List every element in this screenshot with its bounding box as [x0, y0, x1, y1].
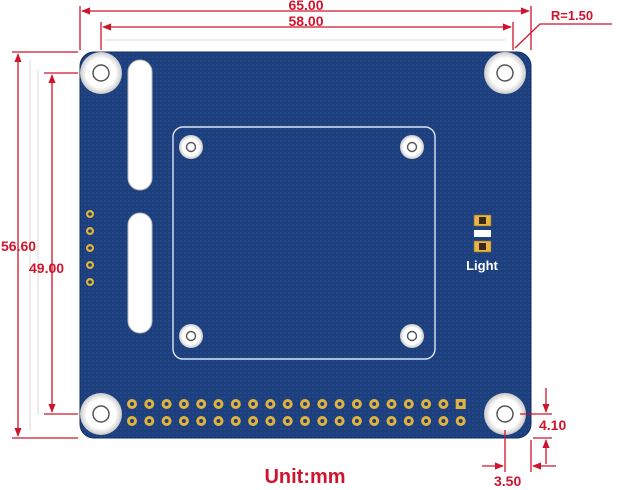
- gpio-pad-hole: [216, 419, 221, 423]
- gpio-pad-hole: [147, 419, 152, 423]
- side-pad-hole: [88, 263, 92, 267]
- gpio-pad-hole: [216, 402, 221, 406]
- display-panel-outline: [172, 126, 436, 360]
- gpio-pad-hole: [372, 419, 377, 423]
- gpio-pad-hole: [424, 419, 429, 423]
- gpio-pad-hole: [130, 402, 134, 406]
- side-pad-hole: [88, 280, 92, 284]
- light-sensor: Light: [466, 214, 499, 273]
- gpio-pad-hole: [372, 402, 377, 406]
- mounting-hole-top-right: [484, 52, 526, 94]
- gpio-pad-hole: [406, 419, 411, 423]
- gpio-pad-hole: [389, 402, 394, 406]
- gpio-pad-hole: [354, 419, 359, 423]
- gpio-pad-hole: [285, 402, 290, 406]
- hole-spacing-height-label: 49.00: [29, 260, 64, 276]
- gpio-pad-hole: [303, 402, 307, 406]
- light-sensor-label: Light: [466, 258, 498, 273]
- dimension-annotations: [12, 6, 612, 472]
- gpio-pad-hole: [354, 402, 359, 406]
- gpio-pad-hole: [164, 419, 169, 423]
- unit-label: Unit:mm: [264, 466, 345, 488]
- side-pad-hole: [88, 229, 92, 233]
- ghost-dimension-lines: [29, 39, 505, 430]
- panel-hole-top-right: [400, 135, 424, 159]
- panel-hole-bottom-right: [400, 324, 424, 348]
- dimension-labels: 65.00 58.00 R=1.50 56.60 49.00 4.10 3.50…: [1, 0, 593, 489]
- gpio-pad-hole: [441, 419, 446, 423]
- gpio-pad-hole: [268, 419, 273, 423]
- gpio-pad-hole: [337, 419, 342, 423]
- gpio-pad-hole: [303, 419, 307, 423]
- side-pad-hole: [88, 246, 92, 250]
- panel-hole-top-left: [179, 135, 203, 159]
- gpio-pad-hole: [320, 402, 325, 406]
- gpio-pad-hole: [181, 402, 186, 406]
- board-slot-upper: [127, 59, 153, 191]
- gpio-pad-hole: [268, 402, 273, 406]
- overall-height-label: 56.60: [1, 238, 36, 254]
- gpio-pad-hole: [458, 419, 463, 423]
- hole-spacing-width-label: 58.00: [288, 13, 323, 29]
- gpio-pad-hole: [251, 419, 256, 423]
- gpio-pad-hole: [285, 419, 290, 423]
- corner-radius-label: R=1.50: [551, 8, 593, 23]
- panel-hole-bottom-left: [179, 324, 203, 348]
- gpio-pad-hole: [181, 419, 186, 423]
- gpio-header-pads: [127, 399, 466, 426]
- mounting-holes: [80, 52, 526, 435]
- gpio-pad-hole: [251, 402, 256, 406]
- side-connector-pads: [85, 209, 95, 287]
- mounting-hole-bottom-right: [484, 393, 526, 435]
- mounting-hole-top-left: [80, 52, 122, 94]
- gpio-pad-hole: [164, 402, 169, 406]
- gpio-pad-hole: [199, 419, 204, 423]
- gpio-pad-hole: [406, 402, 411, 406]
- mounting-hole-bottom-left: [80, 393, 122, 435]
- gpio-pad-hole: [441, 402, 446, 406]
- side-pad-hole: [88, 212, 92, 216]
- gpio-pad-hole: [389, 419, 394, 423]
- panel-holes: [179, 135, 424, 348]
- gpio-pad-hole: [424, 402, 429, 406]
- gpio-pad-hole: [130, 419, 134, 423]
- hole-offset-vertical-label: 4.10: [539, 417, 566, 433]
- pcb-board: [79, 51, 532, 439]
- gpio-pad-hole: [199, 402, 204, 406]
- hole-offset-horizontal-label: 3.50: [494, 473, 521, 489]
- corner-radius-leader: [514, 23, 612, 49]
- overall-width-label: 65.00: [288, 0, 323, 13]
- board-slot-lower: [127, 212, 153, 334]
- gpio-pad-hole: [337, 402, 342, 406]
- gpio-pad-hole: [458, 402, 463, 406]
- gpio-pad-hole: [233, 419, 238, 423]
- gpio-pad-hole: [233, 402, 238, 406]
- gpio-pad-hole: [320, 419, 325, 423]
- gpio-pad-hole: [147, 402, 152, 406]
